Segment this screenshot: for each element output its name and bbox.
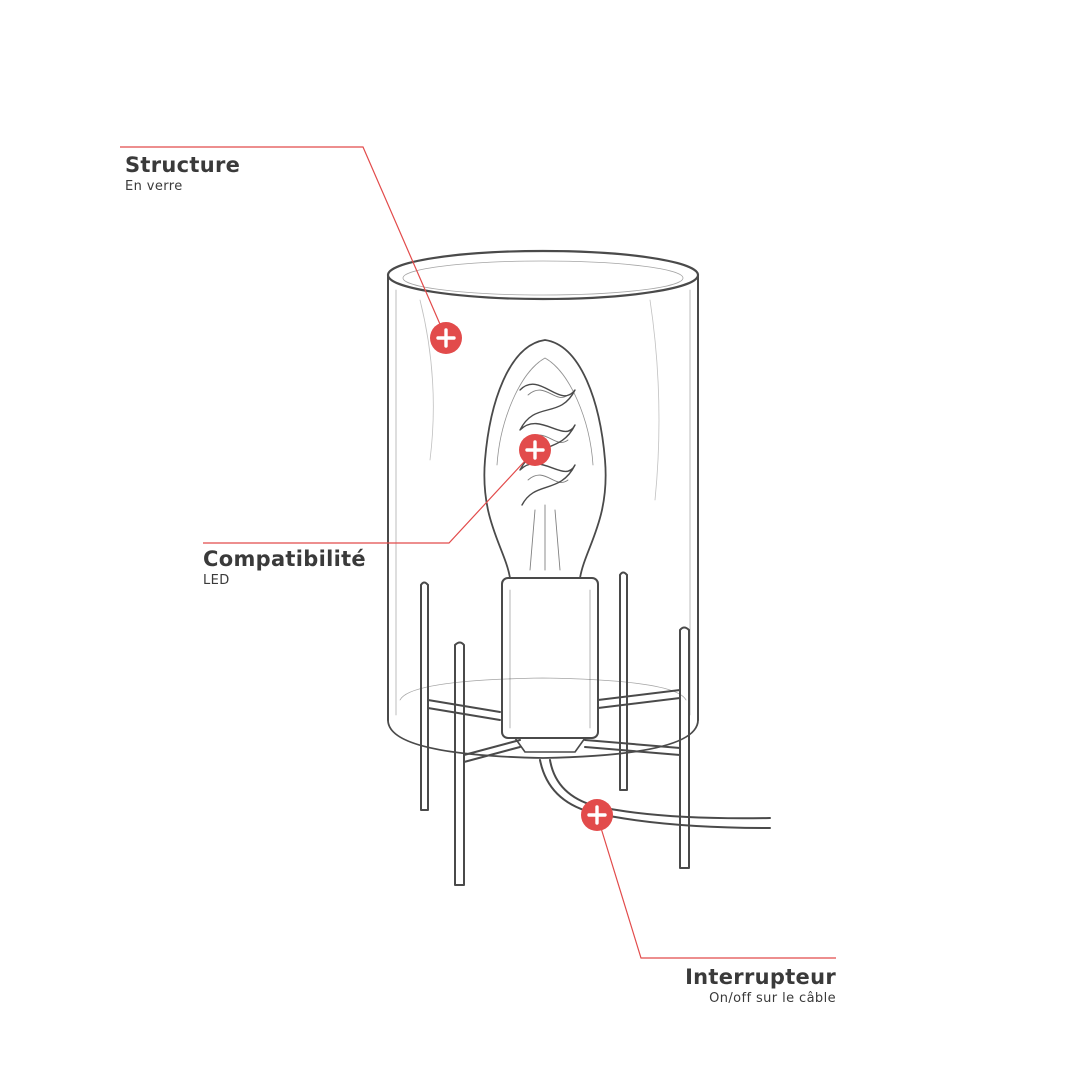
plus-icon [587, 805, 607, 825]
switch-callout: Interrupteur On/off sur le câble [685, 964, 836, 1008]
compat-title: Compatibilité [203, 547, 366, 571]
filament-bulb [483, 339, 607, 579]
switch-subtitle: On/off sur le câble [709, 991, 836, 1006]
plus-icon [436, 328, 456, 348]
compat-hotspot[interactable] [519, 434, 551, 466]
plus-icon [525, 440, 545, 460]
structure-hotspot[interactable] [430, 322, 462, 354]
metal-stand [420, 571, 690, 886]
structure-leader-line [120, 146, 447, 339]
glass-cylinder [386, 249, 700, 759]
switch-title: Interrupteur [685, 965, 836, 989]
switch-leader-line [596, 814, 836, 959]
lamp-illustration [386, 249, 771, 886]
compat-callout: Compatibilité LED [203, 546, 366, 590]
compat-subtitle: LED [203, 573, 230, 588]
compat-leader-line [203, 449, 536, 544]
lamp-socket [501, 577, 599, 753]
structure-title: Structure [125, 153, 241, 177]
power-cable [539, 759, 771, 829]
structure-callout: Structure En verre [125, 152, 240, 196]
callout-lines [120, 146, 836, 959]
switch-hotspot[interactable] [581, 799, 613, 831]
structure-subtitle: En verre [125, 179, 183, 194]
